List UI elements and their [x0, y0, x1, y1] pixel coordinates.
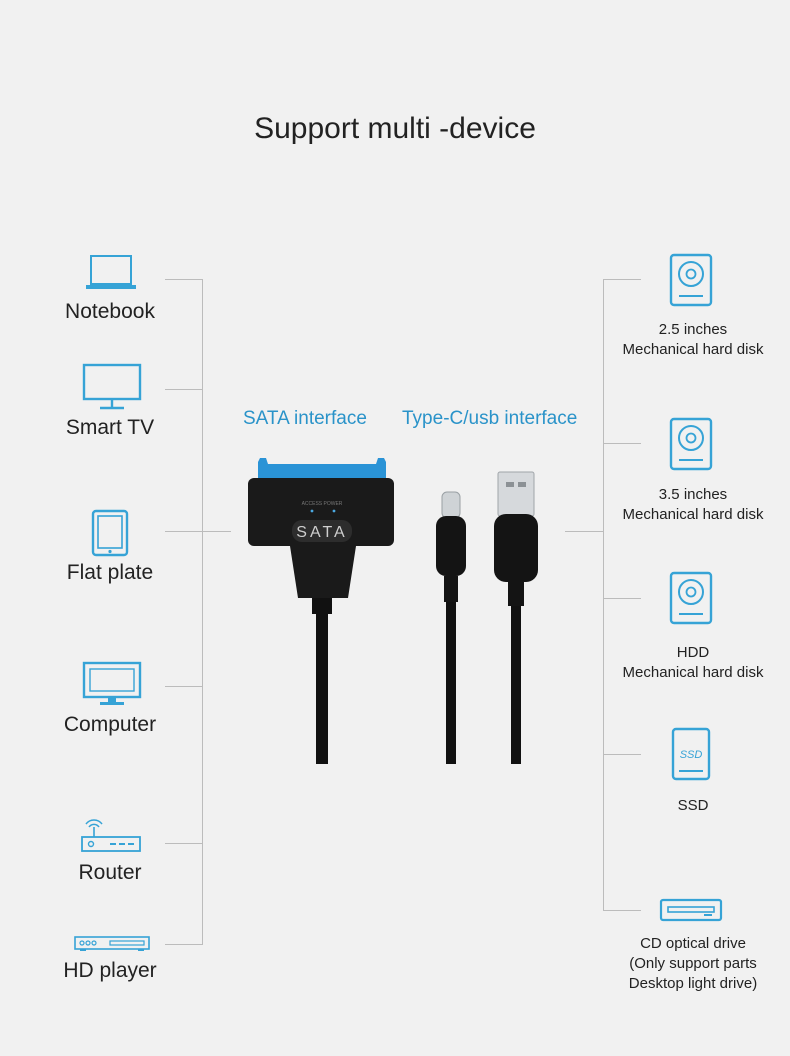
- right-connector-ssd: [603, 754, 641, 755]
- right-connector-35: [603, 443, 641, 444]
- optical-drive-icon: [659, 898, 723, 924]
- sata-connector: [258, 458, 386, 480]
- usb-a-connector-metal: [497, 471, 535, 517]
- hard-disk-icon: [669, 253, 713, 307]
- left-device-label-smart-tv: Smart TV: [65, 416, 155, 439]
- right-connector-25: [603, 279, 641, 280]
- left-device-label-computer: Computer: [63, 713, 157, 736]
- player-icon: [74, 935, 150, 953]
- right-device-label-25-line1: 2.5 inches: [658, 321, 728, 338]
- ssd-icon-text: SSD: [680, 749, 703, 761]
- left-connector-hd-player: [165, 944, 203, 945]
- left-connector-flat-plate: [165, 531, 203, 532]
- type-c-connector-metal: [441, 491, 461, 519]
- router-icon: [80, 815, 142, 855]
- usb-a-connector-body: [494, 514, 538, 582]
- left-bracket-vertical: [202, 279, 203, 944]
- right-device-label-35-line2: Mechanical hard disk: [622, 506, 764, 523]
- tablet-icon: [91, 509, 129, 557]
- right-connector-hdd: [603, 598, 641, 599]
- adapter-led-text: ACCESS POWER: [302, 501, 343, 507]
- left-device-label-flat-plate: Flat plate: [66, 561, 154, 584]
- monitor-icon: [82, 661, 142, 707]
- right-device-label-hdd: HDD Mechanical hard disk: [583, 643, 790, 683]
- right-connector-cd: [603, 910, 641, 911]
- left-device-label-router: Router: [78, 861, 142, 884]
- right-device-label-ssd: SSD: [583, 796, 790, 816]
- tv-icon: [82, 363, 142, 411]
- right-device-label-25: 2.5 inches Mechanical hard disk: [583, 320, 790, 360]
- ssd-icon: SSD: [671, 727, 711, 781]
- left-device-label-notebook: Notebook: [65, 300, 155, 323]
- typec-usb-interface-label: Type-C/usb interface: [402, 408, 578, 429]
- adapter-sata-text: SATA: [296, 524, 347, 541]
- right-device-label-hdd-line1: HDD: [676, 644, 710, 661]
- hard-disk-icon: [669, 571, 713, 625]
- hard-disk-icon: [669, 417, 713, 471]
- left-connector-notebook: [165, 279, 203, 280]
- right-device-label-hdd-line2: Mechanical hard disk: [622, 664, 764, 681]
- right-device-label-cd-line1: CD optical drive: [640, 935, 746, 952]
- laptop-icon: [85, 253, 137, 293]
- right-bracket-vertical: [603, 279, 604, 911]
- left-connector-router: [165, 843, 203, 844]
- left-connector-computer: [165, 686, 203, 687]
- type-c-connector-body: [436, 516, 466, 576]
- left-connector-smart-tv: [165, 389, 203, 390]
- right-device-label-ssd-line1: SSD: [677, 797, 709, 814]
- sata-usb-adapter-cable: SATA ACCESS POWER: [248, 458, 538, 764]
- right-device-label-35-line1: 3.5 inches: [658, 486, 728, 503]
- left-device-label-hd-player: HD player: [63, 959, 157, 982]
- right-bracket-to-cable: [565, 531, 603, 532]
- right-device-label-cd-line2: (Only support parts: [629, 955, 757, 972]
- page-title: Support multi -device: [254, 112, 536, 145]
- right-device-label-cd: CD optical drive (Only support parts Des…: [583, 934, 790, 994]
- right-device-label-cd-line3: Desktop light drive): [628, 975, 758, 992]
- adapter-body: [248, 478, 394, 546]
- right-device-label-25-line2: Mechanical hard disk: [622, 341, 764, 358]
- right-device-label-35: 3.5 inches Mechanical hard disk: [583, 485, 790, 525]
- left-bracket-to-adapter: [203, 531, 231, 532]
- sata-interface-label: SATA interface: [243, 408, 367, 429]
